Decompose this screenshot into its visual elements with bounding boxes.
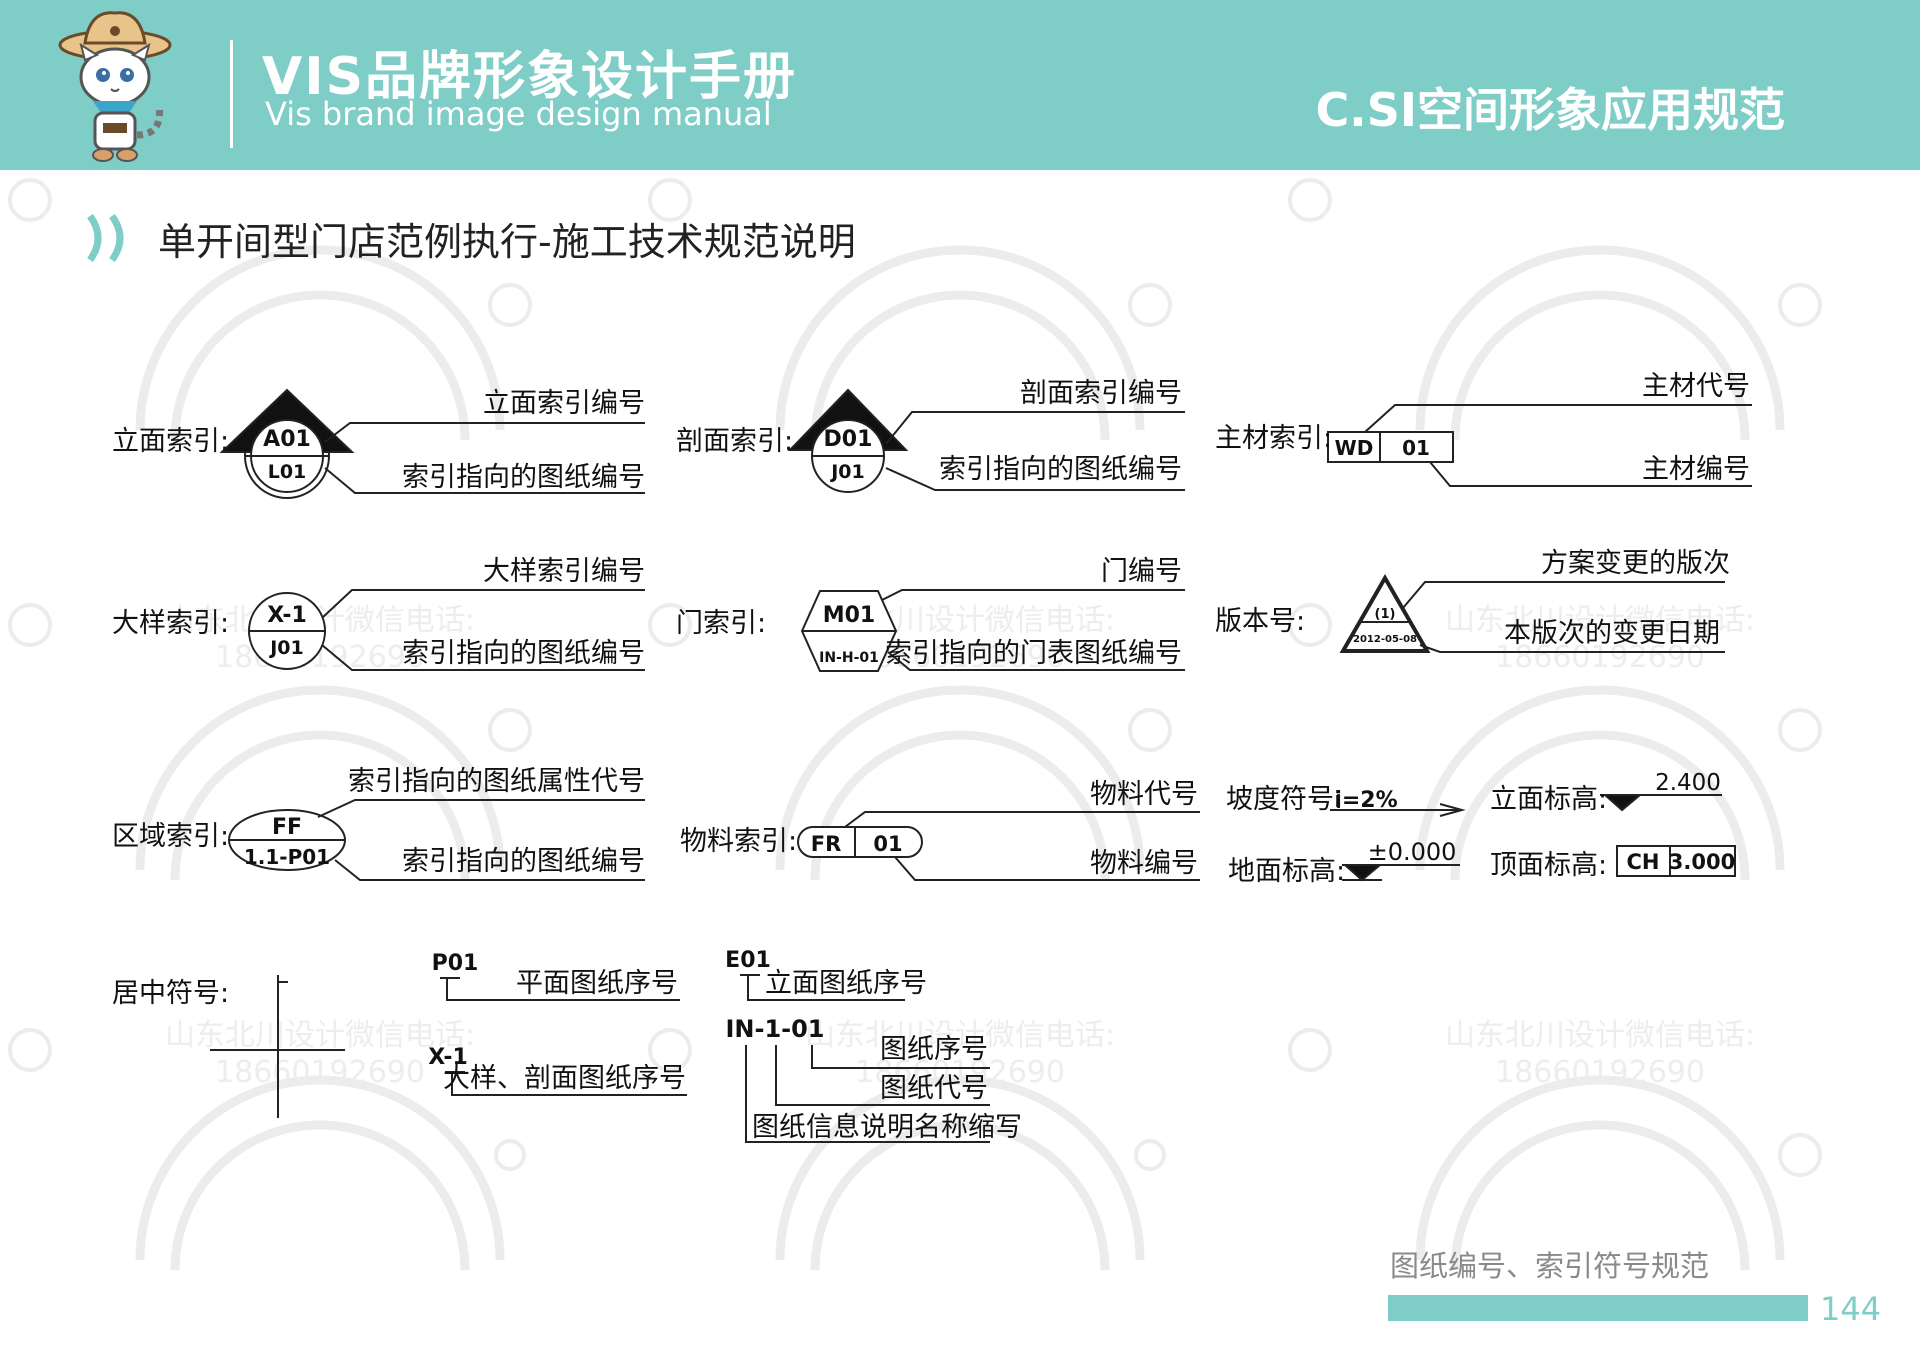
footer-caption: 图纸编号、索引符号规范 (1390, 1249, 1710, 1283)
double-chevron-icon (87, 213, 124, 263)
drawing-code-symbol (745, 1045, 990, 1143)
drawing-code-ann3: 图纸信息说明名称缩写 (752, 1112, 1022, 1143)
door-ann-top: 门编号 (1101, 556, 1182, 587)
ceiling-level-code: CH (1627, 850, 1660, 874)
elevation-seq-code: E01 (725, 948, 771, 973)
elevation-index-symbol (219, 388, 645, 499)
version-top: (1) (1375, 607, 1396, 622)
main-material-ann-bottom: 主材编号 (1642, 454, 1750, 485)
section-bottom: J01 (829, 461, 865, 483)
material-ann-bottom: 物料编号 (1090, 848, 1198, 879)
detail-label: 大样索引: (112, 608, 229, 639)
detail-top: X-1 (267, 603, 307, 628)
material-label: 物料索引: (680, 826, 797, 857)
slope-label: 坡度符号: (1226, 784, 1343, 815)
brand-title: VIS品牌形象设计手册 (262, 47, 798, 107)
detail-seq-code: X-1 (428, 1045, 468, 1070)
cat-mascot-logo (58, 11, 172, 162)
area-ann-top: 索引指向的图纸属性代号 (348, 766, 645, 797)
detail-bottom: J01 (268, 637, 304, 659)
main-material-ann-top: 主材代号 (1642, 371, 1750, 402)
area-index-symbol (228, 799, 645, 881)
door-index-symbol (800, 589, 1185, 672)
elevation-seq-ann: 立面图纸序号 (765, 968, 927, 999)
main-material-num: 01 (1402, 436, 1430, 460)
section-index-symbol (787, 388, 1185, 493)
detail-seq-ann: 大样、剖面图纸序号 (443, 1063, 686, 1094)
floor-level-label: 地面标高: (1228, 856, 1345, 887)
version-symbol (1339, 573, 1725, 653)
version-bottom: 2012-05-08 (1353, 634, 1417, 645)
door-top: M01 (823, 603, 876, 628)
material-num: 01 (873, 832, 902, 856)
version-ann-top: 方案变更的版次 (1541, 548, 1730, 579)
footer-bar (1388, 1295, 1808, 1321)
header-divider (230, 40, 233, 148)
section-ann-top: 剖面索引编号 (1020, 378, 1182, 409)
plan-seq-code: P01 (432, 951, 479, 976)
floor-level-symbol (1342, 864, 1460, 882)
material-ann-top: 物料代号 (1090, 779, 1198, 810)
section-top: D01 (824, 427, 873, 452)
slope-symbol (1330, 803, 1466, 817)
elevation-seq-symbol (740, 974, 905, 1001)
door-label: 门索引: (676, 608, 766, 639)
detail-ann-top: 大样索引编号 (483, 556, 645, 587)
drawing-code-ann2: 图纸代号 (880, 1073, 988, 1104)
elevation-level-symbol (1600, 794, 1722, 812)
center-symbol (210, 975, 345, 1118)
page-heading: 单开间型门店范例执行-施工技术规范说明 (86, 210, 856, 266)
elevation-level-label: 立面标高: (1490, 784, 1607, 815)
material-code: FR (811, 832, 842, 856)
door-ann-bottom: 索引指向的门表图纸编号 (885, 638, 1182, 669)
slope-value: i=2% (1334, 788, 1397, 813)
door-bottom: IN-H-01 (819, 650, 879, 666)
detail-index-symbol (248, 589, 645, 671)
main-material-index-symbol (1327, 404, 1752, 487)
brand-subtitle: Vis brand image design manual (265, 95, 772, 133)
section-label: 剖面索引: (676, 426, 793, 457)
main-material-code: WD (1335, 436, 1374, 460)
elevation-label: 立面索引: (112, 426, 229, 457)
center-label: 居中符号: (112, 978, 229, 1009)
detail-seq-symbol (445, 1071, 687, 1096)
elevation-ann-top: 立面索引编号 (483, 388, 645, 419)
version-ann-bottom: 本版次的变更日期 (1504, 618, 1720, 649)
section-ann-bottom: 索引指向的图纸编号 (939, 454, 1182, 485)
elevation-level-value: 2.400 (1655, 770, 1721, 796)
header-banner: VIS品牌形象设计手册 Vis brand image design manua… (0, 0, 1920, 170)
section-title: C.SI空间形象应用规范 (1315, 83, 1785, 137)
elevation-top: A01 (263, 427, 311, 452)
drawing-code: IN-1-01 (725, 1015, 824, 1043)
area-label: 区域索引: (112, 821, 229, 852)
detail-ann-bottom: 索引指向的图纸编号 (402, 638, 645, 669)
plan-seq-ann: 平面图纸序号 (516, 968, 678, 999)
page-heading-text: 单开间型门店范例执行-施工技术规范说明 (158, 219, 856, 264)
area-ann-bottom: 索引指向的图纸编号 (402, 846, 645, 877)
ceiling-level-label: 顶面标高: (1490, 850, 1607, 881)
elevation-ann-bottom: 索引指向的图纸编号 (402, 462, 645, 493)
ceiling-level-value: 3.000 (1669, 850, 1735, 874)
area-bottom: 1.1-P01 (244, 845, 330, 869)
elevation-bottom: L01 (268, 461, 307, 483)
plan-seq-symbol (440, 977, 680, 1001)
version-label: 版本号: (1215, 606, 1305, 637)
page-number: 144 (1820, 1290, 1882, 1328)
ceiling-level-symbol (1616, 845, 1736, 877)
material-index-symbol (797, 811, 1200, 881)
main-material-label: 主材索引: (1215, 423, 1332, 454)
floor-level-value: ±0.000 (1368, 838, 1457, 866)
area-top: FF (272, 815, 302, 840)
drawing-code-ann1: 图纸序号 (880, 1034, 988, 1065)
